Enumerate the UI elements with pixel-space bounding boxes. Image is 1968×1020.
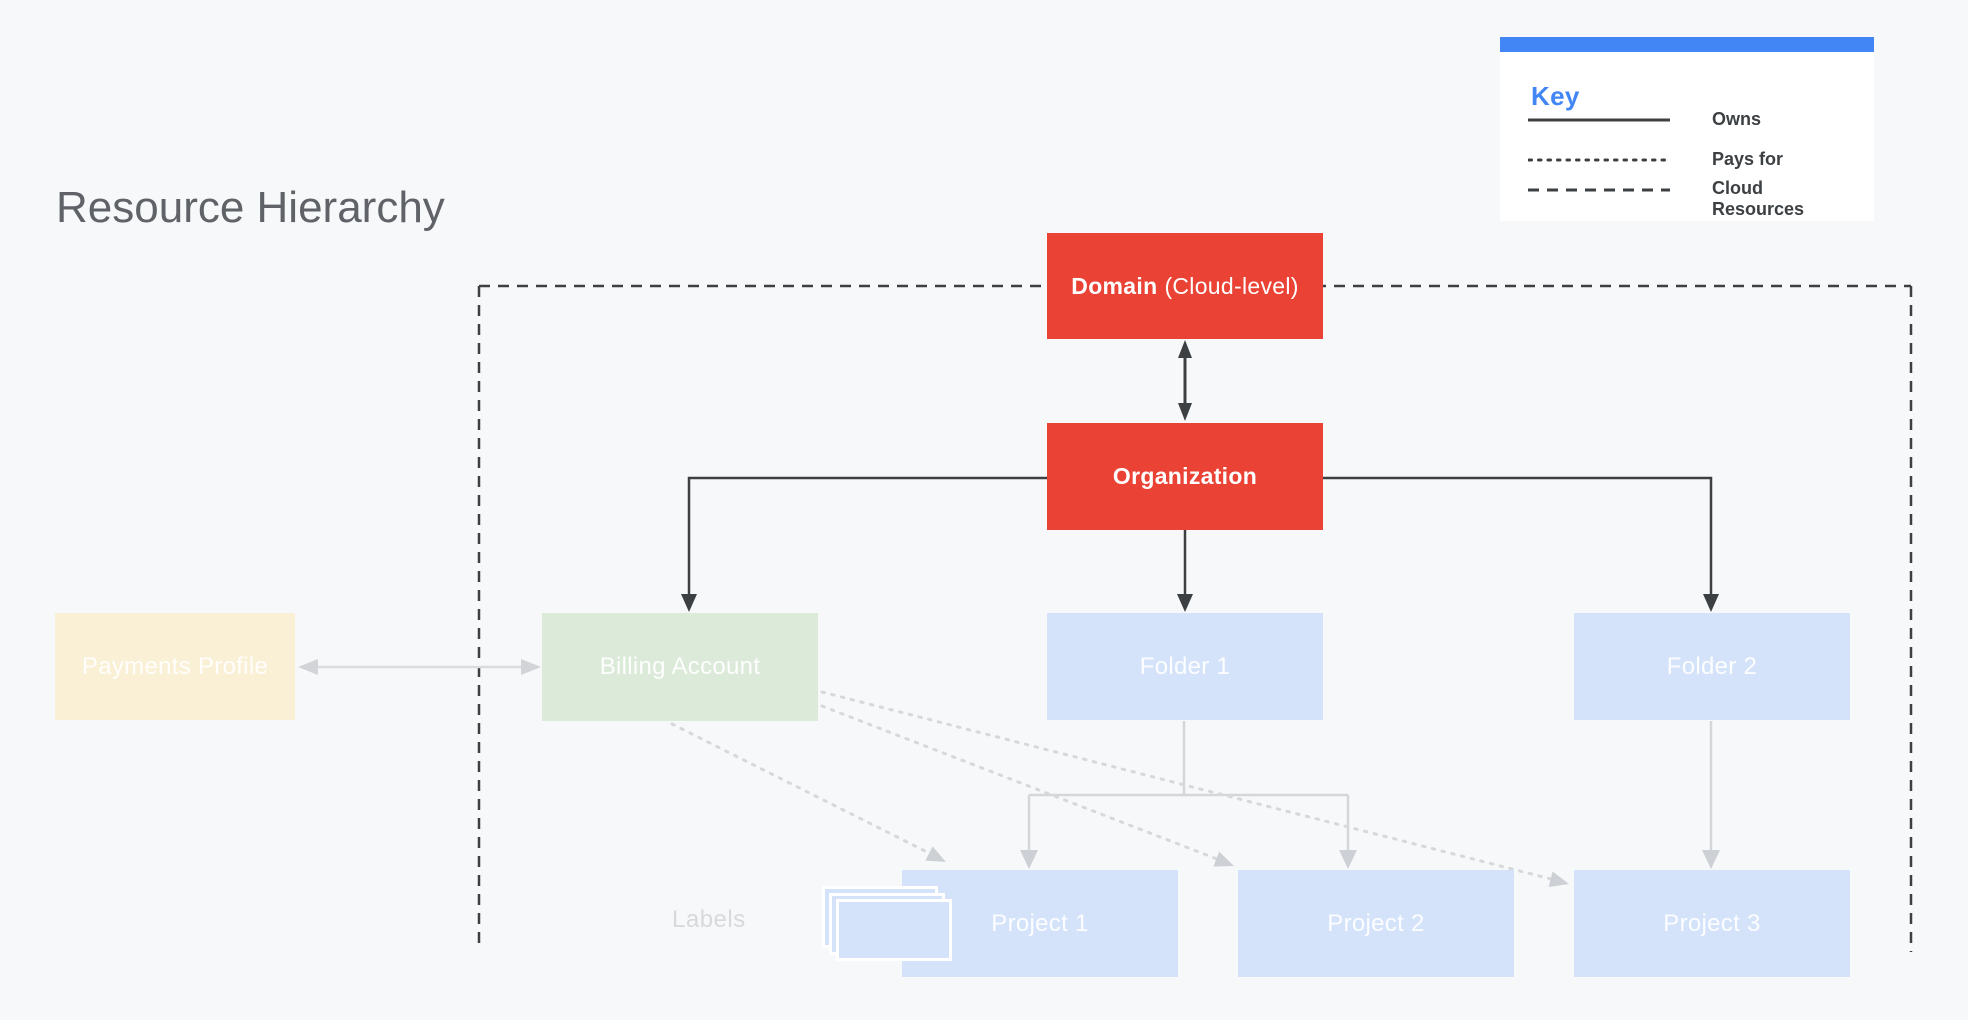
legend-solid-line-sample (1528, 118, 1670, 122)
edge-organization-billing (681, 476, 1047, 612)
cloud-resources-boundary (477, 284, 1913, 952)
label-card-front (836, 899, 952, 961)
edge-folder2-project3 (1702, 721, 1720, 869)
legend-dotted-line-sample (1528, 158, 1670, 162)
project3-label: Project 3 (1663, 909, 1761, 937)
node-folder2: Folder 2 (1574, 613, 1850, 720)
edge-domain-organization (1178, 340, 1192, 421)
node-project3: Project 3 (1574, 870, 1850, 977)
folder2-label: Folder 2 (1666, 652, 1758, 680)
edge-billing-pays-projects (670, 690, 1569, 888)
project1-label: Project 1 (991, 909, 1089, 937)
legend-title: Key (1531, 81, 1580, 111)
node-folder1: Folder 1 (1047, 613, 1323, 720)
billing-account-label: Billing Account (599, 653, 761, 680)
edge-payments-billing (298, 659, 541, 675)
legend-dashed-line-sample (1528, 188, 1670, 192)
node-payments-profile: Payments Profile (55, 613, 295, 720)
node-billing-account: Billing Account (542, 613, 818, 721)
edge-organization-folder1 (1177, 530, 1193, 612)
node-organization: Organization (1047, 423, 1323, 530)
edge-organization-folder2 (1323, 476, 1719, 612)
edge-folder1-projects (1020, 721, 1357, 869)
legend-label-cloud-resources: Cloud Resources (1712, 178, 1805, 219)
page-title: Resource Hierarchy (56, 183, 445, 232)
node-domain: Domain (Cloud-level) (1047, 233, 1323, 339)
node-project2: Project 2 (1238, 870, 1514, 977)
payments-profile-label: Payments Profile (81, 652, 269, 680)
labels-caption: Labels (672, 906, 746, 933)
legend-key-box: Key Owns Pays for Cloud Resources (1500, 37, 1874, 221)
domain-label-rest: (Cloud-level) (1164, 272, 1299, 299)
legend-label-owns: Owns (1712, 109, 1762, 129)
domain-label-bold: Domain (1071, 272, 1158, 299)
project2-label: Project 2 (1327, 909, 1425, 937)
legend-top-bar (1500, 37, 1874, 52)
folder1-label: Folder 1 (1139, 652, 1231, 680)
legend-label-pays-for: Pays for (1712, 149, 1784, 169)
organization-label: Organization (1112, 463, 1258, 489)
